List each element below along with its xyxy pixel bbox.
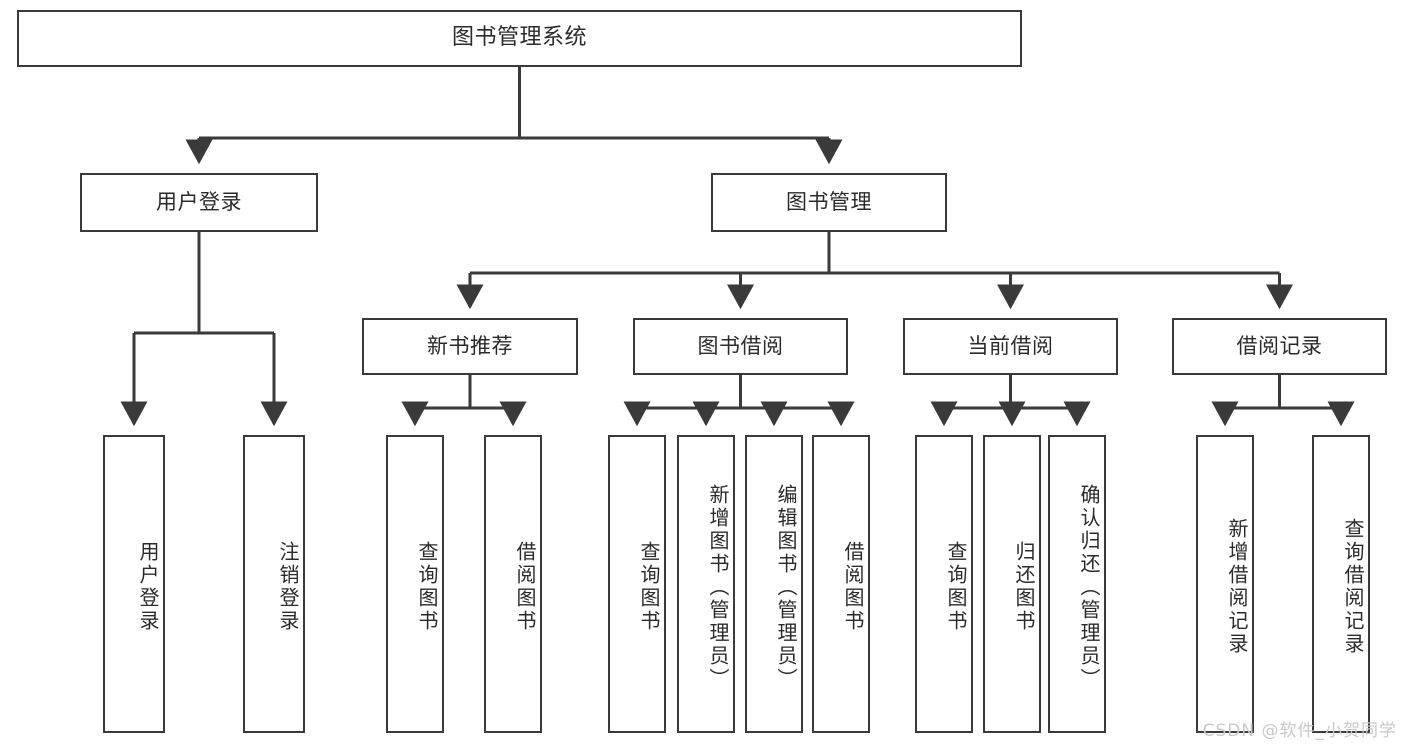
node-current-borrow-label: 当前借阅 (967, 333, 1054, 358)
watermark-credit: CSDN @软件_小贺同学 (1202, 721, 1397, 741)
node-leaf-new-query-label: 查询图书 (415, 541, 439, 633)
node-borrow-records-label: 借阅记录 (1236, 333, 1323, 358)
node-current-borrow[interactable]: 当前借阅 (903, 318, 1118, 375)
node-leaf-logout-label: 注销登录 (276, 541, 300, 633)
node-user-login-label: 用户登录 (156, 189, 242, 214)
node-user-login[interactable]: 用户登录 (80, 173, 318, 232)
node-leaf-book-add[interactable]: 新增图书（管理员） (677, 435, 735, 733)
node-leaf-book-borrow-label: 借阅图书 (841, 541, 865, 633)
node-leaf-new-borrow-label: 借阅图书 (513, 541, 537, 633)
node-leaf-rec-query-label: 查询借阅记录 (1341, 518, 1365, 656)
node-leaf-book-edit-label: 编辑图书（管理员） (774, 483, 798, 691)
node-leaf-rec-add-label: 新增借阅记录 (1225, 518, 1249, 656)
node-root-label: 图书管理系统 (451, 25, 587, 51)
node-leaf-borrow-query[interactable]: 查询图书 (608, 435, 666, 733)
node-book-manage-label: 图书管理 (786, 189, 872, 214)
node-book-manage[interactable]: 图书管理 (711, 173, 947, 232)
node-leaf-new-borrow[interactable]: 借阅图书 (484, 435, 542, 733)
node-leaf-cur-confirm-label: 确认归还（管理员） (1077, 483, 1101, 691)
node-leaf-logout[interactable]: 注销登录 (243, 435, 305, 733)
node-leaf-book-edit[interactable]: 编辑图书（管理员） (745, 435, 803, 733)
node-root[interactable]: 图书管理系统 (17, 10, 1022, 67)
node-leaf-rec-add[interactable]: 新增借阅记录 (1196, 435, 1254, 733)
node-leaf-user-login-label: 用户登录 (136, 541, 160, 633)
node-book-borrow[interactable]: 图书借阅 (633, 318, 848, 375)
node-leaf-book-add-label: 新增图书（管理员） (706, 483, 730, 691)
node-leaf-cur-confirm[interactable]: 确认归还（管理员） (1048, 435, 1106, 733)
node-new-book[interactable]: 新书推荐 (362, 318, 578, 375)
node-leaf-borrow-query-label: 查询图书 (637, 541, 661, 633)
node-leaf-cur-return[interactable]: 归还图书 (983, 435, 1041, 733)
node-book-borrow-label: 图书借阅 (697, 333, 784, 358)
node-leaf-book-borrow[interactable]: 借阅图书 (812, 435, 870, 733)
node-leaf-cur-query[interactable]: 查询图书 (915, 435, 973, 733)
node-leaf-user-login[interactable]: 用户登录 (103, 435, 165, 733)
node-new-book-label: 新书推荐 (427, 333, 513, 358)
node-leaf-cur-return-label: 归还图书 (1012, 541, 1036, 633)
node-leaf-new-query[interactable]: 查询图书 (386, 435, 444, 733)
node-leaf-rec-query[interactable]: 查询借阅记录 (1312, 435, 1370, 733)
node-leaf-cur-query-label: 查询图书 (944, 541, 968, 633)
node-borrow-records[interactable]: 借阅记录 (1172, 318, 1387, 375)
